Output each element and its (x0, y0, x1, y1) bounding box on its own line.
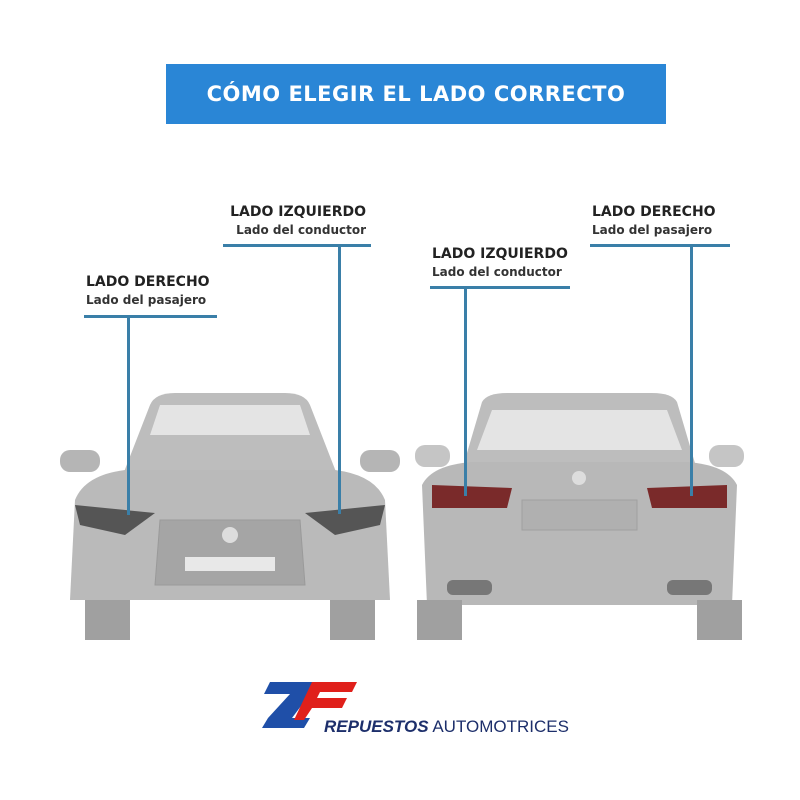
label-title: LADO DERECHO (592, 204, 716, 220)
zf-logo (262, 682, 357, 728)
brand-bold: REPUESTOS (324, 717, 429, 736)
leader-line (430, 286, 570, 289)
brand-light: AUTOMOTRICES (428, 717, 569, 736)
front-car-image (60, 393, 400, 640)
rear-right-side-label: LADO DERECHO Lado del pasajero (592, 204, 716, 237)
leader-line (464, 286, 467, 496)
label-subtitle: Lado del conductor (432, 265, 562, 279)
rear-left-side-label: LADO IZQUIERDO Lado del conductor (432, 246, 568, 279)
front-right-side-label: LADO DERECHO Lado del pasajero (86, 274, 210, 307)
rear-car-image (415, 393, 744, 640)
leader-line (223, 244, 371, 247)
leader-line (127, 315, 130, 515)
label-subtitle: Lado del pasajero (592, 223, 713, 237)
leader-line (590, 244, 730, 247)
label-subtitle: Lado del conductor (236, 223, 366, 237)
label-subtitle: Lado del pasajero (86, 293, 207, 307)
title-banner: CÓMO ELEGIR EL LADO CORRECTO (166, 64, 666, 124)
leader-line (84, 315, 217, 318)
leader-line (690, 244, 693, 496)
front-left-side-label: LADO IZQUIERDO Lado del conductor (226, 204, 366, 237)
label-title: LADO IZQUIERDO (230, 204, 366, 220)
brand-name: REPUESTOS AUTOMOTRICES (324, 717, 569, 737)
label-title: LADO IZQUIERDO (432, 246, 568, 262)
label-title: LADO DERECHO (86, 274, 210, 290)
leader-line (338, 244, 341, 514)
